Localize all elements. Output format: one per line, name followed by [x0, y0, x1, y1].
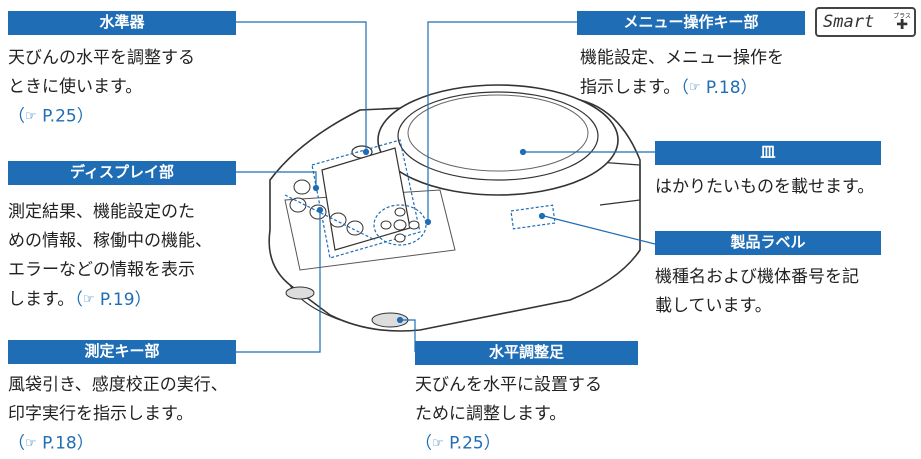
- display-page-ref[interactable]: （☞ P.19）: [74, 290, 151, 310]
- menu-keys-header: メニュー操作キー部: [577, 11, 805, 35]
- pointing-hand-icon: ☞: [82, 292, 95, 307]
- pan-description: はかりたいものを載せます。: [655, 177, 875, 197]
- menu-keys-description: 機能設定、メニュー操作を 指示します。（☞ P.18）: [580, 44, 784, 103]
- keys-header: 測定キー部: [8, 340, 236, 364]
- plus-icon: ✚: [895, 10, 908, 34]
- keys-page-ref[interactable]: （☞ P.18）: [8, 429, 228, 459]
- level-page-ref[interactable]: （☞ P.25）: [8, 102, 195, 132]
- pointing-hand-icon: ☞: [432, 436, 444, 451]
- pointing-hand-icon: ☞: [25, 109, 37, 124]
- foot-header: 水平調整足: [415, 341, 638, 365]
- pan-header: 皿: [655, 141, 881, 165]
- display-header: ディスプレイ部: [8, 161, 236, 185]
- keys-description: 風袋引き、感度校正の実行、 印字実行を指示します。 （☞ P.18）: [8, 371, 228, 459]
- pointing-hand-icon: ☞: [25, 436, 37, 451]
- smart-badge-text: Smart: [823, 12, 875, 32]
- smart-badge-ruby: プラス: [893, 13, 911, 20]
- product-label-header: 製品ラベル: [655, 231, 881, 255]
- display-description: 測定結果、機能設定のた めの情報、稼働中の機能、 エラーなどの情報を表示 します…: [8, 198, 212, 315]
- foot-page-ref[interactable]: （☞ P.25）: [415, 429, 602, 459]
- level-header: 水準器: [8, 11, 236, 35]
- product-label-description: 機種名および機体番号を記 載しています。: [655, 267, 859, 316]
- menu-page-ref[interactable]: （☞ P.18）: [680, 78, 757, 98]
- level-description: 天びんの水平を調整する ときに使います。 （☞ P.25）: [8, 44, 195, 132]
- foot-description: 天びんを水平に設置する ために調整します。 （☞ P.25）: [415, 371, 602, 459]
- smart-plus-badge: Smart プラス ✚: [815, 7, 916, 37]
- pointing-hand-icon: ☞: [688, 80, 701, 95]
